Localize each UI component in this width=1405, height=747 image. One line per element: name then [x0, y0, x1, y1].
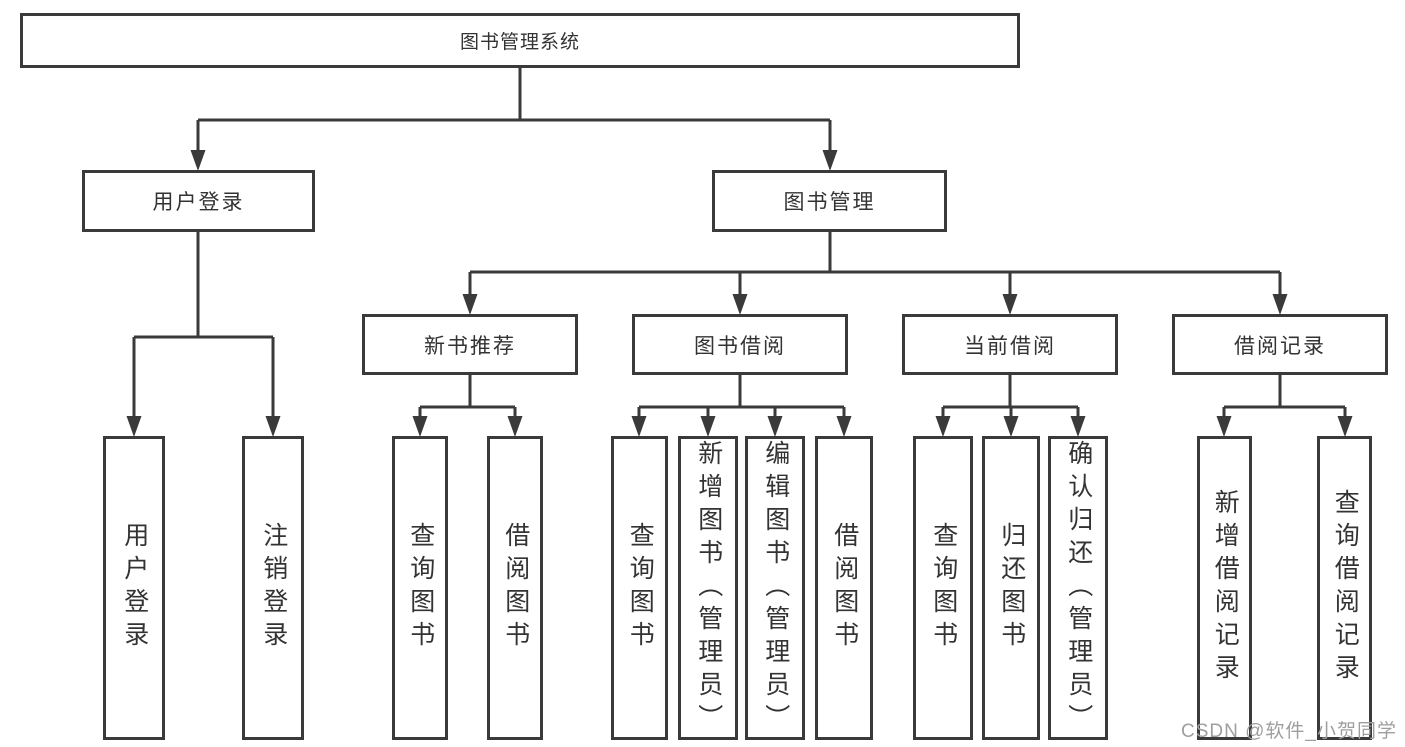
- leaf-records-add-record: 新增借阅记录: [1197, 436, 1252, 740]
- leaf-records-query-record-label: 查询借阅记录: [1331, 489, 1360, 687]
- leaf-current-query-books-label: 查询图书: [929, 522, 958, 654]
- leaf-recommend-borrow-books-label: 借阅图书: [501, 522, 530, 654]
- leaf-current-return-books: 归还图书: [982, 436, 1040, 740]
- leaf-records-query-record: 查询借阅记录: [1317, 436, 1372, 740]
- leaf-borrowing-query-books-label: 查询图书: [626, 522, 655, 654]
- node-library-management-system: 图书管理系统: [20, 13, 1020, 68]
- leaf-recommend-borrow-books: 借阅图书: [487, 436, 543, 740]
- leaf-user-login: 用户登录: [103, 436, 165, 740]
- leaf-recommend-query-books: 查询图书: [392, 436, 448, 740]
- leaf-current-confirm-return-admin-label: 确认归还（管理员）: [1064, 439, 1093, 737]
- watermark: CSDN @软件_小贺同学: [1181, 721, 1397, 742]
- leaf-borrowing-borrow-books: 借阅图书: [815, 436, 873, 740]
- leaf-logout-label: 注销登录: [259, 522, 288, 654]
- leaf-borrowing-edit-books-admin: 编辑图书（管理员）: [745, 436, 805, 740]
- leaf-recommend-query-books-label: 查询图书: [406, 522, 435, 654]
- leaf-current-confirm-return-admin: 确认归还（管理员）: [1048, 436, 1108, 740]
- leaf-user-login-label: 用户登录: [120, 522, 149, 654]
- leaf-logout: 注销登录: [242, 436, 304, 740]
- node-book-management: 图书管理: [712, 170, 947, 232]
- connector-paths: [132, 68, 1347, 425]
- leaf-current-return-books-label: 归还图书: [997, 522, 1026, 654]
- arrowheads: [126, 150, 1353, 437]
- node-borrowing-records: 借阅记录: [1172, 314, 1388, 375]
- leaf-borrowing-add-books-admin: 新增图书（管理员）: [678, 436, 738, 740]
- leaf-current-query-books: 查询图书: [913, 436, 973, 740]
- leaf-borrowing-add-books-admin-label: 新增图书（管理员）: [694, 439, 723, 737]
- leaf-borrowing-edit-books-admin-label: 编辑图书（管理员）: [761, 439, 790, 737]
- node-new-book-recommend: 新书推荐: [362, 314, 578, 375]
- leaf-borrowing-borrow-books-label: 借阅图书: [830, 522, 859, 654]
- node-user-login: 用户登录: [82, 170, 315, 232]
- leaf-records-add-record-label: 新增借阅记录: [1211, 489, 1240, 687]
- leaf-borrowing-query-books: 查询图书: [611, 436, 668, 740]
- node-book-borrowing: 图书借阅: [632, 314, 848, 375]
- node-current-borrowing: 当前借阅: [902, 314, 1118, 375]
